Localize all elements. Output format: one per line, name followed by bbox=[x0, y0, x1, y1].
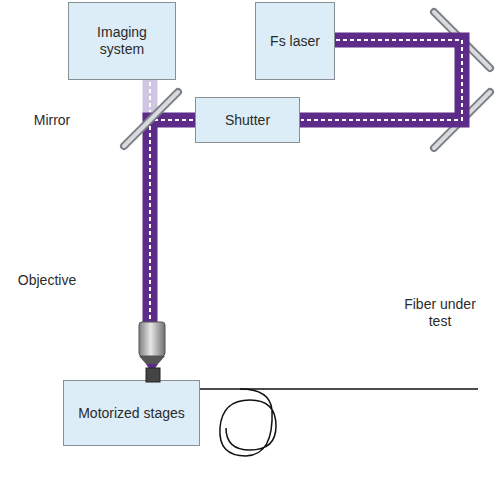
node-label: Motorized stages bbox=[78, 405, 185, 422]
laser-beam-wave bbox=[150, 120, 200, 326]
process-box: Fs laser bbox=[255, 2, 335, 80]
process-box: Motorized stages bbox=[63, 380, 200, 446]
objective-nose bbox=[139, 356, 165, 364]
focused-beam bbox=[146, 364, 158, 373]
fiber bbox=[240, 388, 478, 390]
process-box: Imaging system bbox=[68, 2, 176, 80]
mirror-face bbox=[124, 92, 178, 146]
mirror bbox=[124, 92, 178, 146]
process-box: Shutter bbox=[195, 97, 300, 143]
fiber-holder bbox=[146, 368, 160, 382]
laser-beam bbox=[150, 120, 200, 326]
part-label: Objective bbox=[2, 272, 92, 289]
part-label: Mirror bbox=[22, 112, 82, 129]
part-label: Fiber under test bbox=[392, 296, 488, 330]
node-label: Shutter bbox=[225, 112, 270, 129]
node-label: Fs laser bbox=[270, 33, 320, 50]
node-label: Imaging system bbox=[75, 24, 169, 58]
objective-body bbox=[139, 322, 165, 356]
